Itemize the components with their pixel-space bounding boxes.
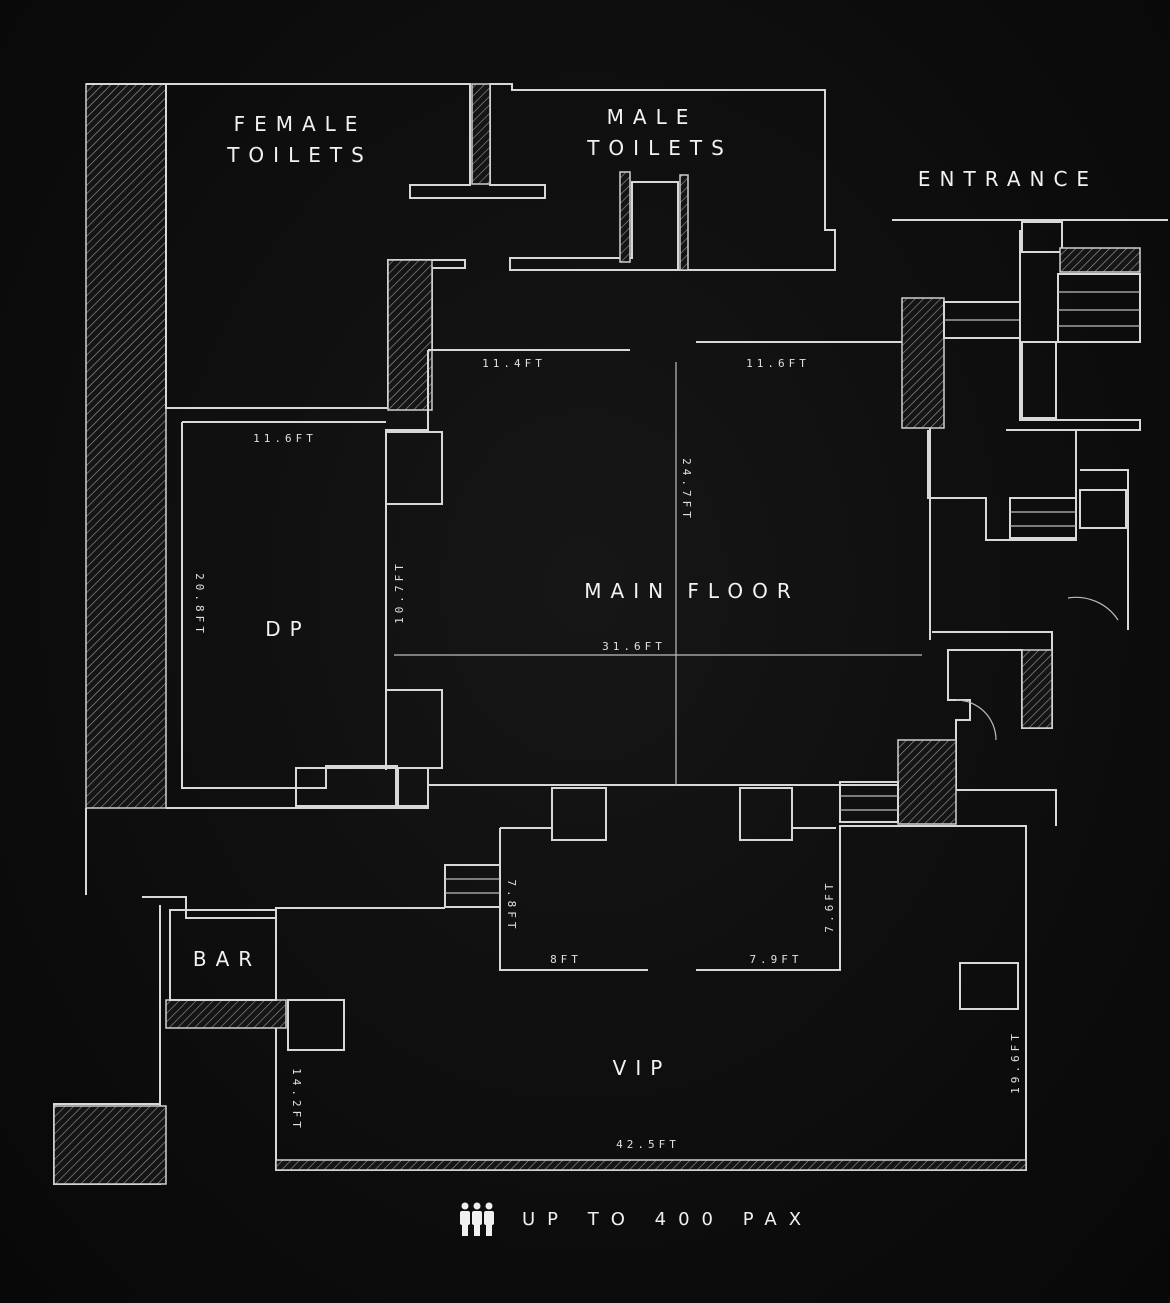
wall (471, 83, 491, 185)
room-label-bar: BAR (193, 947, 261, 971)
wall (387, 259, 433, 411)
room-label-male-toilets: TOILETS (586, 136, 733, 160)
dimension-label: 42.5FT (616, 1138, 680, 1151)
dimension-label: 11.6FT (746, 357, 810, 370)
wall (275, 1159, 1027, 1171)
dimension-label: 20.8FT (193, 573, 206, 637)
room-label-vip: VIP (613, 1056, 672, 1080)
room-label-female-toilets: FEMALE (234, 112, 367, 136)
dimension-label: 7.6FT (823, 879, 836, 932)
dp-area (166, 421, 429, 809)
room-label-entrance: ENTRANCE (918, 167, 1098, 191)
capacity-label: UP TO 400 PAX (522, 1209, 813, 1230)
room-label-female-toilets: TOILETS (226, 143, 373, 167)
left-wall (85, 83, 167, 809)
room-label-dp: DP (265, 617, 310, 641)
dimension-label: 11.4FT (482, 357, 546, 370)
dimension-label: 11.6FT (253, 432, 317, 445)
dimension-label: 19.6FT (1009, 1030, 1022, 1094)
dimension-label: 31.6FT (602, 640, 666, 653)
room-label-male-toilets: MALE (607, 105, 698, 129)
wall (619, 171, 631, 263)
dimension-label: 10.7FT (393, 560, 406, 624)
dimension-label: 7.9FT (749, 953, 802, 966)
entrance-area (839, 219, 1168, 826)
door-swing (1067, 596, 1119, 621)
dimension-label: 8FT (550, 953, 582, 966)
wall (53, 1105, 167, 1185)
alcove-area (275, 825, 1027, 1171)
room-label-main-floor: MAIN FLOOR (584, 579, 799, 603)
main-floor-area (385, 341, 931, 841)
vip-bar-area (53, 896, 1027, 1185)
door-swing (955, 699, 997, 741)
dimension-label: 24.7FT (680, 458, 693, 522)
dimension-label: 7.8FT (505, 879, 518, 932)
dimension-label: 14.2FT (290, 1068, 303, 1132)
people-group-icon (460, 1202, 494, 1236)
wall (165, 999, 287, 1029)
wall (679, 174, 689, 271)
female-toilets-area (86, 83, 836, 411)
